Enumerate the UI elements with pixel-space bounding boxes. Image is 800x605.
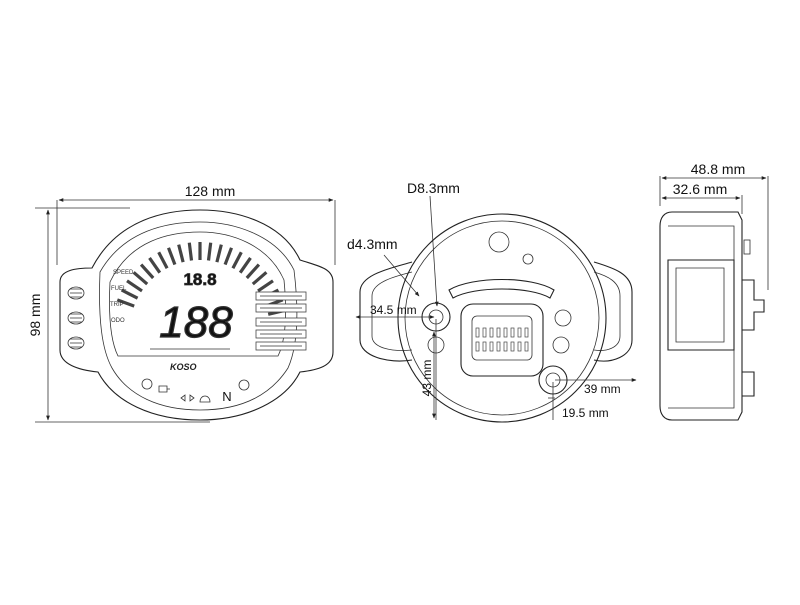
side-connector (742, 371, 755, 397)
connector-pin (475, 341, 480, 352)
indicator-light-1 (67, 286, 85, 300)
rpm-bar-segment (157, 251, 169, 269)
height-label: 98 mm (27, 294, 43, 337)
side-bracket (742, 279, 765, 331)
connector-pin (489, 327, 494, 338)
small-digit-display: 18.8 (183, 270, 216, 289)
connector-pin (482, 341, 487, 352)
offset-x-label: 34.5 mm (370, 303, 417, 317)
front-view: 128 mm 98 mm SPEED FUEL TRIP ODO 18.8 18… (27, 183, 336, 423)
indicator-light-2 (67, 311, 85, 325)
aux-hole-3 (552, 336, 570, 354)
side-bezel-face (675, 267, 725, 343)
side-bezel (667, 259, 735, 351)
rpm-bar-segment (120, 288, 139, 300)
connector-pin (517, 327, 522, 338)
info-segment-block (255, 291, 307, 351)
turn-signal-icon (180, 394, 195, 402)
connector-pin (524, 341, 529, 352)
offset-y-label: 43 mm (420, 360, 434, 397)
indicator-lights (67, 286, 85, 350)
rpm-bar-segment (187, 242, 194, 261)
front-housing-outline (59, 209, 334, 421)
front-bezel (99, 221, 298, 411)
hole-diameter-label: D8.3mm (407, 180, 460, 196)
connector-pin (510, 341, 515, 352)
connector-port (471, 315, 533, 361)
screw-diameter-label: d4.3mm (347, 236, 398, 252)
rpm-bar-segment (257, 279, 274, 293)
rpm-bar-segment (238, 256, 252, 274)
top-rib (448, 279, 555, 299)
rpm-bar-segment (215, 244, 223, 263)
neutral-indicator: N (222, 389, 231, 404)
rpm-bar-segment (148, 256, 162, 274)
mount-x-label: 39 mm (584, 382, 621, 396)
scale-label-3: TRIP (110, 302, 124, 308)
battery-warning-icon (141, 378, 153, 390)
mount-y-label: 19.5 mm (562, 406, 609, 420)
rpm-bar-segment (251, 271, 268, 286)
connector-pin (496, 327, 501, 338)
connector-housing (460, 303, 544, 377)
hole-leader (429, 195, 439, 307)
side-tab-top (743, 239, 751, 255)
rpm-bar-segment (139, 263, 155, 280)
side-body-outline (659, 211, 743, 421)
brand-logo: KOSO (170, 362, 197, 372)
vent-hole (522, 253, 534, 265)
connector-pin (496, 341, 501, 352)
connector-pin (517, 341, 522, 352)
connector-pin (503, 327, 508, 338)
rpm-bar-segment (116, 298, 135, 308)
rpm-bar-segment (206, 242, 213, 261)
right-bracket-inner (593, 271, 621, 351)
aux-hole-2 (554, 309, 572, 327)
oil-warning-icon (199, 395, 211, 403)
rpm-bar-segment (177, 244, 185, 263)
speed-digit-display: 188 (159, 298, 233, 347)
rpm-bar-graph (116, 242, 287, 316)
rpm-bar-segment (132, 271, 149, 286)
indicator-light-3 (67, 336, 85, 350)
body-label: 32.6 mm (673, 181, 727, 197)
rpm-bar-segment (245, 263, 261, 280)
top-boss (488, 231, 510, 253)
connector-pin (503, 341, 508, 352)
headlight-icon (158, 385, 170, 393)
scale-label-1: SPEED (113, 270, 134, 276)
depth-label: 48.8 mm (691, 161, 745, 177)
scale-label-4: ODO (111, 318, 125, 324)
rpm-bar-segment (167, 247, 177, 266)
rear-view: D8.3mm d4.3mm 34.5 mm 43 m (347, 180, 637, 423)
side-view: 48.8 mm 32.6 mm (659, 161, 769, 421)
rpm-bar-segment (126, 279, 143, 293)
scale-label-2: FUEL (111, 286, 127, 292)
lcd-window (109, 231, 286, 357)
connector-pin (489, 341, 494, 352)
right-bracket (593, 261, 633, 362)
connector-pin (510, 327, 515, 338)
rpm-bar-segment (223, 247, 233, 266)
connector-pin (475, 327, 480, 338)
rpm-bar-segment (231, 251, 243, 269)
screw-leader (383, 254, 420, 297)
connector-pin (524, 327, 529, 338)
width-label: 128 mm (185, 183, 236, 199)
mode-button (238, 379, 250, 391)
connector-pins (475, 327, 529, 352)
connector-pin (482, 327, 487, 338)
